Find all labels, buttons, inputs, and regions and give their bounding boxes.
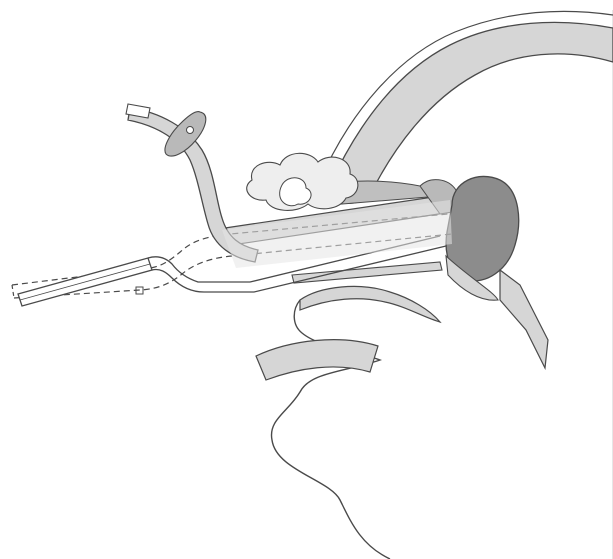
skull-bone [330,22,613,203]
tongue [300,286,440,322]
clivus [500,270,548,368]
instrument-alternate-tip [12,285,14,298]
instrument-pivot [187,127,194,134]
light-beam [222,200,452,268]
face-profile-outline [271,300,390,559]
instrument-shaft-highlight [20,264,150,300]
mandible [256,340,378,380]
